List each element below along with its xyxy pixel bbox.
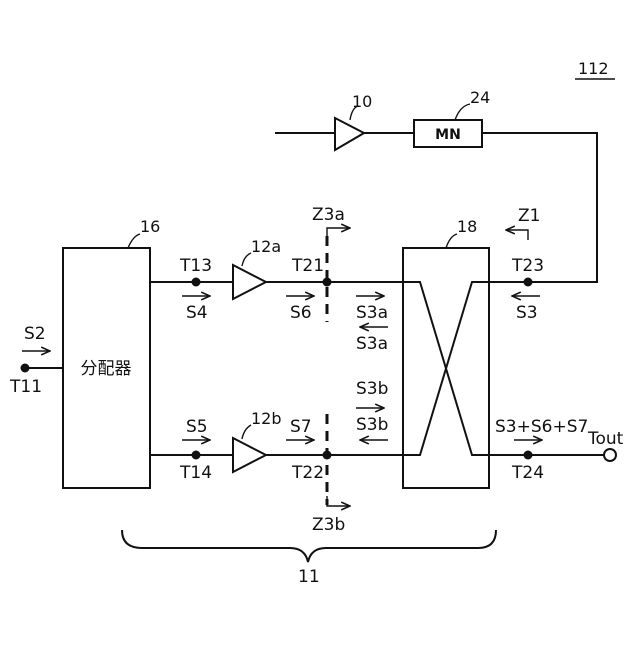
amplifier-12a (233, 265, 266, 299)
amplifier-12b-leader (242, 425, 251, 439)
signal-s4-label: S4 (186, 303, 208, 323)
terminal-t23-dot (524, 278, 533, 287)
amplifier-12a-ref: 12a (251, 237, 281, 256)
bracket-11 (122, 530, 496, 562)
impedance-z3a-arrow (327, 228, 350, 238)
coupler-leader (446, 234, 457, 248)
terminal-t13-label: T13 (179, 256, 212, 276)
matching-network-ref: 24 (470, 88, 490, 107)
signal-s6-label: S6 (290, 303, 312, 323)
splitter-leader (128, 234, 140, 248)
amplifier-10 (335, 118, 364, 150)
signal-sum-label: S3+S6+S7 (495, 417, 588, 437)
impedance-z3b-arrow (327, 496, 350, 506)
impedance-z3a-label: Z3a (312, 205, 345, 225)
terminal-t11-label: T11 (9, 377, 42, 397)
figure-ref-label: 112 (578, 59, 609, 78)
terminal-t14-label: T14 (179, 463, 212, 483)
signal-s3a-forward-label: S3a (356, 303, 388, 323)
matching-network-leader (455, 104, 470, 120)
terminal-t22-label: T22 (291, 463, 324, 483)
matching-network-label: MN (435, 127, 461, 143)
signal-s3a-back-label: S3a (356, 334, 388, 354)
signal-s3b-back-label: S3b (356, 415, 388, 435)
terminal-t11-dot (21, 364, 30, 373)
terminal-t24-label: T24 (511, 463, 544, 483)
impedance-z3b-label: Z3b (312, 515, 345, 535)
splitter-ref: 16 (140, 217, 160, 236)
signal-s2-label: S2 (24, 324, 46, 344)
impedance-z1-label: Z1 (518, 206, 540, 226)
amplifier-12b (233, 438, 266, 472)
output-terminal-tout (604, 449, 616, 461)
signal-s5-label: S5 (186, 417, 208, 437)
signal-s3-label: S3 (516, 303, 538, 323)
impedance-z1-arrow (506, 230, 528, 240)
signal-s7-label: S7 (290, 417, 312, 437)
coupler-ref: 18 (457, 217, 477, 236)
splitter-label: 分配器 (81, 359, 132, 379)
terminal-t23-label: T23 (511, 256, 544, 276)
signal-s3b-forward-label: S3b (356, 379, 388, 399)
amplifier-12a-leader (242, 253, 251, 266)
bracket-11-ref: 11 (298, 567, 320, 587)
amplifier-12b-ref: 12b (251, 409, 282, 428)
coupler-crossline-2 (403, 282, 489, 455)
terminal-t21-label: T21 (291, 256, 324, 276)
terminal-t14-dot (192, 451, 201, 460)
terminal-t13-dot (192, 278, 201, 287)
terminal-tout-label: Tout (587, 429, 624, 449)
terminal-t24-dot (524, 451, 533, 460)
